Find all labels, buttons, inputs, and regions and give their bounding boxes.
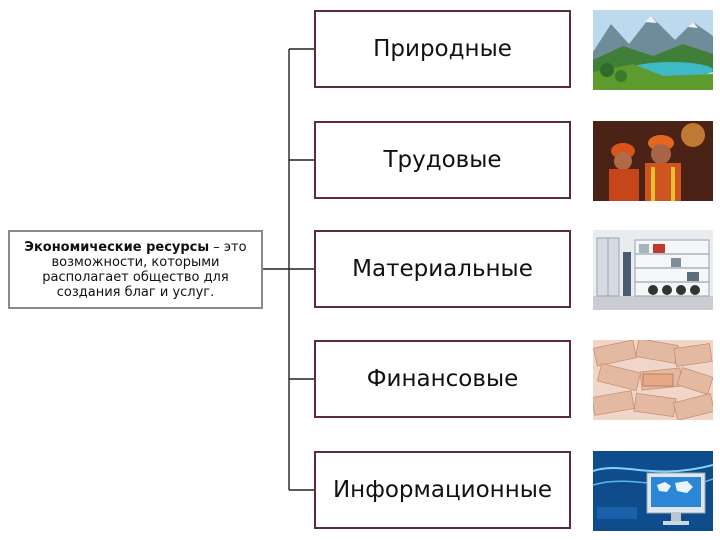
category-label: Информационные [332,477,553,503]
category-information-box: Информационные [314,451,571,529]
banknotes-photo [593,340,713,420]
category-label: Трудовые [383,147,502,173]
definition-term: Экономические ресурсы [24,239,210,255]
definition-box: Экономические ресурсы – это возможности,… [8,230,263,309]
category-material-box: Материальные [314,230,571,308]
category-label: Природные [373,36,512,62]
mountain-lake-photo [593,10,713,90]
category-natural-box: Природные [314,10,571,88]
category-financial-box: Финансовые [314,340,571,418]
definition-rest: – это возможности, которыми располагает … [42,239,247,300]
warehouse-shelves-photo [593,230,713,310]
category-label: Финансовые [366,366,519,392]
category-labor-box: Трудовые [314,121,571,199]
category-label: Материальные [352,256,533,282]
workers-photo [593,121,713,201]
definition-text: Экономические ресурсы – это возможности,… [14,240,257,300]
computer-world-map-photo [593,451,713,531]
